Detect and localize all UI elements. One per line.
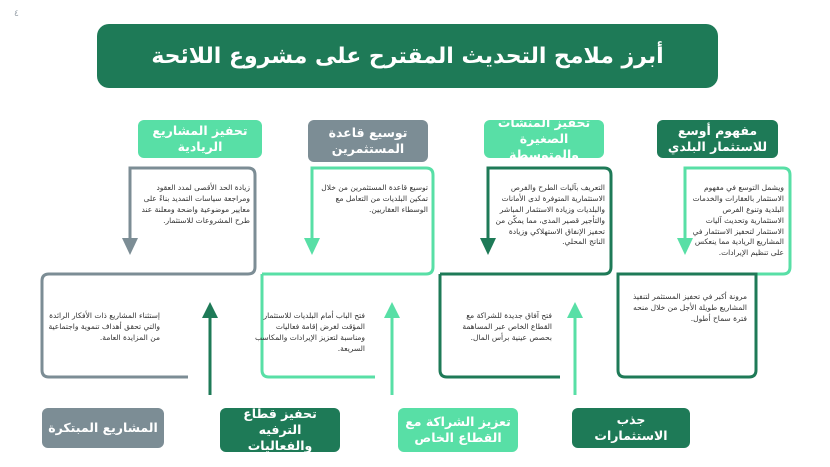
feature-desc-private-partnership: فتح آفاق جديدة للشراكة مع القطاع الخاص ع… <box>462 311 552 342</box>
connector-top-2 <box>440 166 613 276</box>
arrow-top-2 <box>480 238 496 255</box>
connector-bottom-3 <box>260 274 375 379</box>
arrow-bottom-2 <box>384 302 400 318</box>
feature-label-attract-investment: جذب الاستثمارات <box>572 408 690 448</box>
connector-bottom-1 <box>616 272 758 379</box>
feature-desc-innovative: إستثناء المشاريع ذات الأفكار الرائدة وال… <box>48 311 160 342</box>
title-banner: أبرز ملامح التحديث المقترح على مشروع الل… <box>97 24 718 88</box>
feature-desc-entertainment: فتح الباب أمام البلديات للاستثمار المؤقت… <box>255 311 365 353</box>
feature-label-wider-investment: مفهوم أوسع للاستثمار البلدي <box>657 120 778 158</box>
connector-top-1 <box>618 166 792 276</box>
arrow-top-1 <box>677 238 693 255</box>
watermark: ٤ <box>14 9 19 19</box>
feature-desc-entrepreneurial: زيادة الحد الأقصى لمدد العقود ومراجعة سي… <box>141 183 250 225</box>
feature-desc-sme: التعريف بآليات الطرح والفرص الاستثمارية … <box>495 183 605 247</box>
connector-top-3 <box>262 166 435 276</box>
feature-label-innovative: المشاريع المبتكرة <box>42 408 164 448</box>
connector-top-4 <box>128 166 257 276</box>
arrow-top-4 <box>122 238 138 255</box>
feature-label-sme: تحفيز المنشآت الصغيرة والمتوسطة <box>484 115 604 162</box>
arrow-bottom-3 <box>202 302 218 318</box>
feature-desc-investor-base: توسيع قاعدة المستثمرين من خلال تمكين الب… <box>321 183 428 214</box>
feature-label-investor-base: توسيع قاعدة المستثمرين <box>308 120 428 162</box>
feature-label-private-partnership: تعزيز الشراكة مع القطاع الخاص <box>398 408 518 452</box>
feature-label-entertainment: تحفيز قطاع الترفيه والفعاليات <box>220 406 340 453</box>
page-title: أبرز ملامح التحديث المقترح على مشروع الل… <box>151 43 664 69</box>
feature-desc-attract-investment: مرونة أكبر في تحفيز المستثمر لتنفيذ المش… <box>632 292 747 323</box>
arrow-top-3 <box>304 238 320 255</box>
arrow-bottom-1 <box>567 302 583 318</box>
feature-desc-wider-investment: ويشمل التوسع في مفهوم الاستثمار بالعقارا… <box>692 183 784 258</box>
connector-bottom-2 <box>438 274 560 379</box>
connector-bottom-4 <box>40 272 188 379</box>
feature-label-entrepreneurial: تحفيز المشاريع الريادية <box>138 120 262 158</box>
